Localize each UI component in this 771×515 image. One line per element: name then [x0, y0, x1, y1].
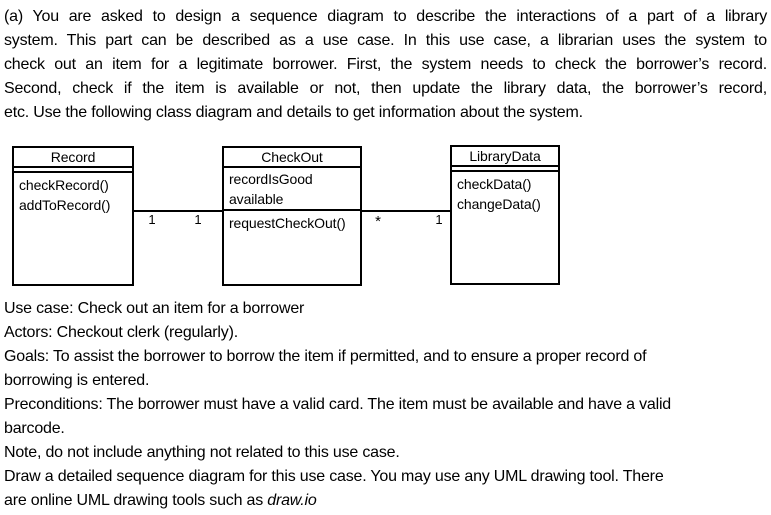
detail-line-actors: Actors: Checkout clerk (regularly).	[4, 324, 238, 341]
multiplicity-librarydata-side: 1	[435, 212, 443, 227]
multiplicity-checkout-right-side: *	[375, 213, 381, 230]
use-case-details: Use case: Check out an item for a borrow…	[4, 297, 767, 513]
class-method: checkRecord()	[19, 177, 109, 193]
class-attribute: available	[229, 191, 284, 207]
uml-class-checkout: CheckOut recordIsGood available requestC…	[222, 146, 362, 286]
methods-compartment-record: checkRecord() addToRecord()	[14, 173, 132, 215]
class-method: changeData()	[457, 196, 541, 212]
detail-line-usecase: Use case: Check out an item for a borrow…	[4, 300, 305, 317]
intro-line-5: etc. Use the following class diagram and…	[4, 104, 583, 121]
detail-line-preconditions: Preconditions: The borrower must have a …	[4, 396, 672, 413]
multiplicity-record-side: 1	[148, 212, 156, 227]
detail-line-preconditions-cont: barcode.	[4, 420, 65, 437]
detail-line-note: Note, do not include anything not relate…	[4, 444, 400, 461]
class-name-librarydata: LibraryData	[452, 147, 558, 167]
methods-compartment-checkout: requestCheckOut()	[224, 211, 360, 233]
intro-line-2: system. This part can be described as a …	[4, 32, 767, 49]
empty-attributes-compartment	[452, 167, 558, 172]
multiplicity-checkout-left-side: 1	[194, 212, 202, 227]
class-method: checkData()	[457, 176, 532, 192]
class-attribute: recordIsGood	[229, 171, 313, 187]
intro-line-3: check out an item for a legitimate borro…	[4, 56, 767, 73]
class-method: addToRecord()	[19, 197, 111, 213]
detail-line-draw-cont: are online UML drawing tools such as dra…	[4, 489, 767, 513]
methods-compartment-librarydata: checkData() changeData()	[452, 172, 558, 214]
intro-paragraph: (a) You are asked to design a sequence d…	[4, 5, 767, 125]
uml-class-librarydata: LibraryData checkData() changeData()	[450, 145, 560, 285]
detail-line-draw-cont-text: are online UML drawing tools such as	[4, 492, 268, 509]
class-name-record: Record	[14, 148, 132, 168]
attributes-compartment-checkout: recordIsGood available	[224, 168, 360, 211]
detail-line-draw: Draw a detailed sequence diagram for thi…	[4, 468, 664, 485]
intro-line-4: Second, check if the item is available o…	[4, 80, 767, 97]
association-line-checkout-librarydata	[362, 210, 450, 212]
intro-line-1: (a) You are asked to design a sequence d…	[4, 8, 767, 25]
class-method: requestCheckOut()	[229, 215, 346, 231]
detail-line-goals: Goals: To assist the borrower to borrow …	[4, 348, 647, 365]
empty-attributes-compartment	[14, 168, 132, 173]
detail-line-goals-cont: borrowing is entered.	[4, 372, 150, 389]
class-name-checkout: CheckOut	[224, 148, 360, 168]
drawio-italic-text: draw.io	[267, 492, 317, 509]
association-line-record-checkout	[134, 210, 222, 212]
uml-class-record: Record checkRecord() addToRecord()	[12, 146, 134, 286]
